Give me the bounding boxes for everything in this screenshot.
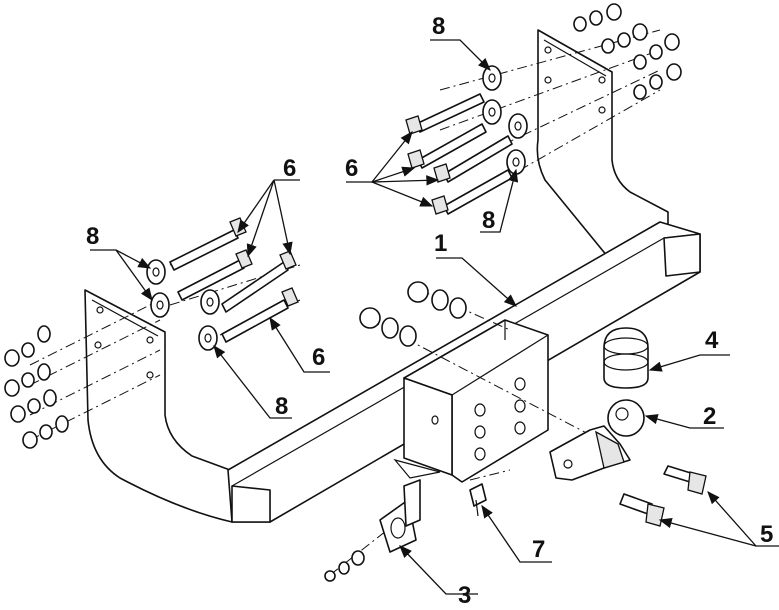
mounting-bolts	[619, 465, 707, 527]
callout-8-mid: 8	[482, 207, 495, 234]
bolts-right-set	[405, 93, 513, 215]
callout-8-left: 8	[86, 223, 99, 250]
tow-ball	[549, 399, 645, 481]
ball-cap	[603, 327, 649, 389]
callout-3: 3	[458, 582, 471, 609]
callout-labels: 1 2 3 4 5 6 6 6 7 8 8 8 8	[86, 13, 773, 609]
callout-4: 4	[705, 327, 719, 354]
callout-6-top: 6	[283, 155, 296, 182]
screw	[469, 483, 487, 517]
callout-6-lower: 6	[312, 344, 325, 371]
nuts-left	[4, 325, 69, 449]
callout-6-right: 6	[345, 155, 358, 182]
towbar-frame	[84, 29, 701, 523]
washers	[146, 65, 528, 351]
callout-8-bottom: 8	[275, 393, 288, 420]
callout-5: 5	[760, 521, 773, 548]
leader-lines	[90, 39, 779, 595]
nuts-right	[573, 3, 682, 100]
nuts-center	[359, 281, 467, 347]
callout-7: 7	[532, 536, 545, 563]
callout-2: 2	[703, 403, 716, 430]
bolts-left-set	[169, 217, 299, 343]
callout-1: 1	[434, 230, 447, 257]
socket-bracket	[324, 479, 421, 582]
callout-8-top: 8	[432, 13, 445, 40]
